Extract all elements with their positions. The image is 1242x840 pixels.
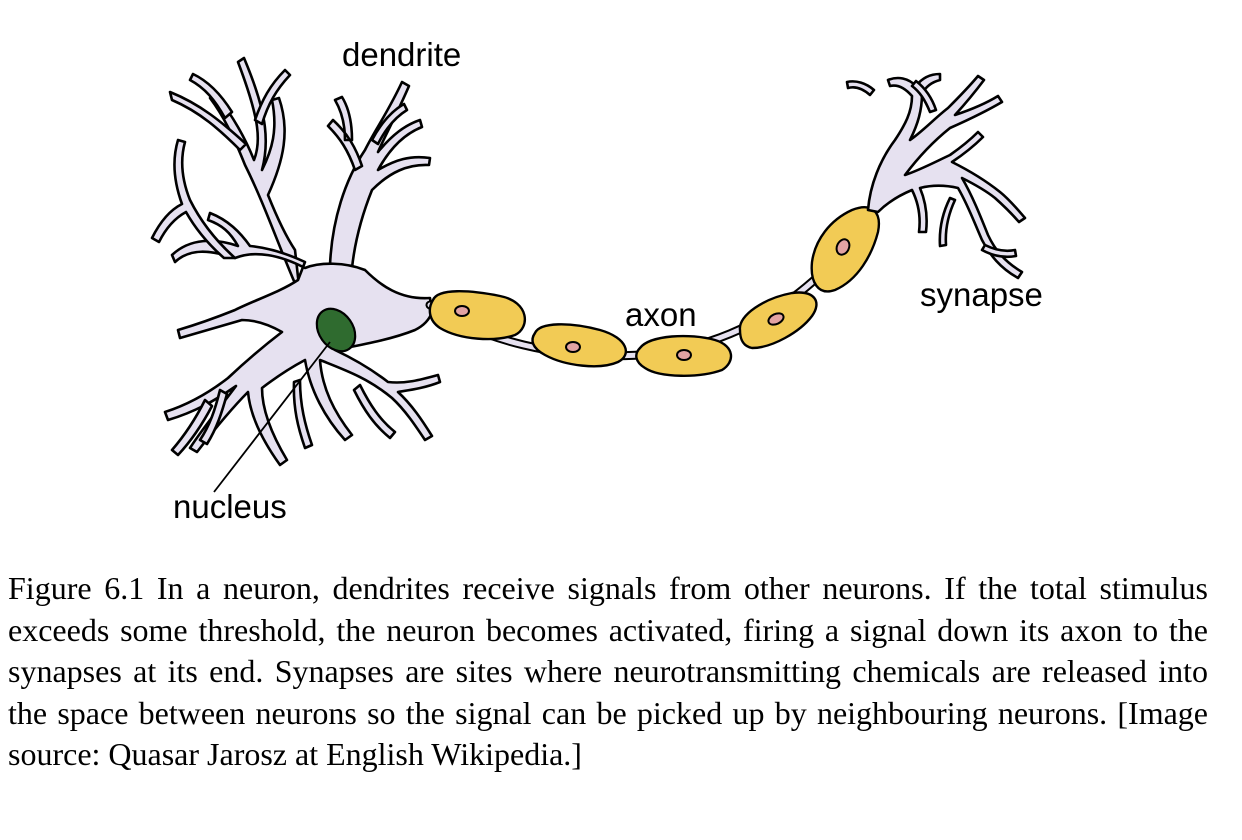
label-dendrite: dendrite <box>342 36 461 73</box>
dendrite-upper-left-twig <box>168 68 292 152</box>
dendrite-left <box>150 138 237 260</box>
label-synapse: synapse <box>920 276 1043 313</box>
myelin-segment <box>810 206 881 293</box>
cell-body <box>150 56 442 467</box>
dendrite-upper-left <box>208 56 302 297</box>
figure-caption: Figure 6.1 In a neuron, dendrites receiv… <box>8 570 1208 772</box>
nucleus-leader-line <box>213 341 331 493</box>
nucleus <box>315 307 357 353</box>
label-axon: axon <box>625 296 697 333</box>
dendrite-upper <box>328 80 432 270</box>
myelin-segment <box>531 323 628 368</box>
label-nucleus: nucleus <box>173 488 287 525</box>
dendrite-upper-twigs <box>326 95 409 172</box>
terminal-stem <box>866 72 1027 280</box>
soma <box>163 211 442 467</box>
myelin-segment <box>738 291 818 350</box>
axon-terminal <box>845 72 1027 280</box>
dendrite-lower-left-twigs <box>170 378 397 457</box>
myelin-segment <box>635 334 733 377</box>
terminal-twigs <box>845 79 1018 259</box>
myelin-segment <box>428 290 526 341</box>
neuron-diagram: dendrite axon synapse nucleus <box>150 36 1043 525</box>
axon-myelin <box>428 206 881 377</box>
